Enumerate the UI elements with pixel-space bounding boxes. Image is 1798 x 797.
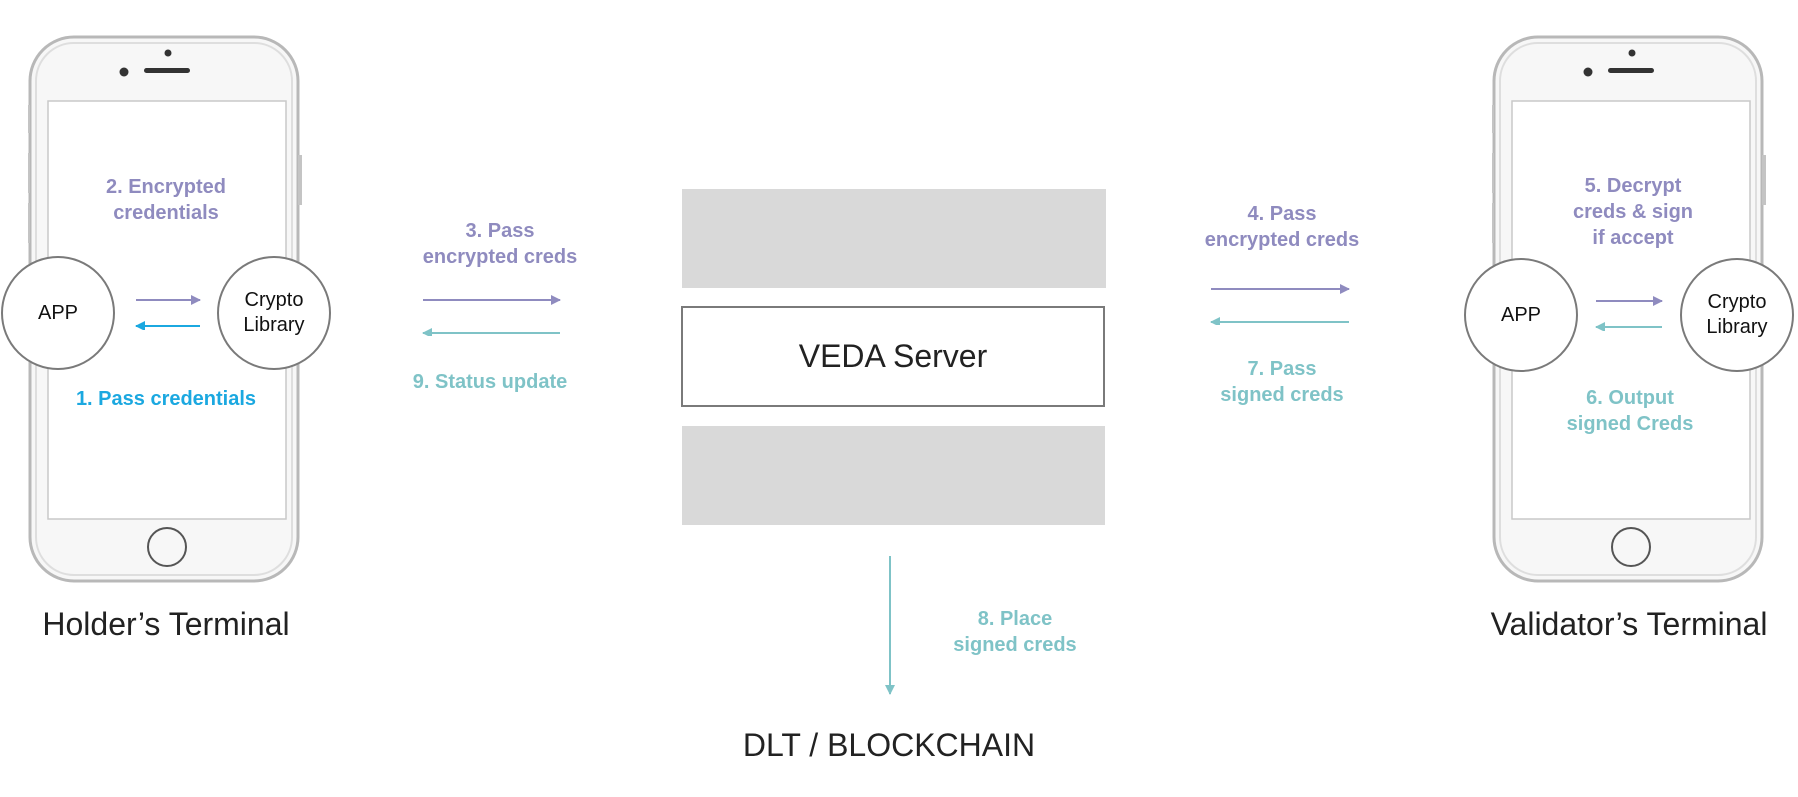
- right-step-pass-encrypted: 4. Pass encrypted creds: [1204, 203, 1360, 251]
- left-step-status: 9. Status update: [412, 371, 568, 393]
- holder-crypto-label: Crypto Library: [243, 289, 305, 336]
- server-bottom-bar: [682, 426, 1105, 525]
- holder-step-pass: 1. Pass credentials: [75, 388, 257, 410]
- holder-app-circle: APP: [1, 256, 115, 370]
- server-top-bar: [682, 189, 1106, 288]
- validator-terminal-label: Validator’s Terminal: [1490, 606, 1768, 642]
- ledger-label: DLT / BLOCKCHAIN: [742, 727, 1036, 763]
- holder-step-encrypted: 2. Encrypted credentials: [105, 176, 227, 224]
- left-step-pass-encrypted: 3. Pass encrypted creds: [422, 220, 578, 268]
- right-step-pass-signed: 7. Pass signed creds: [1220, 358, 1344, 406]
- validator-step-decrypt: 5. Decrypt creds & sign if accept: [1572, 175, 1694, 249]
- validator-app-circle: APP: [1464, 258, 1578, 372]
- left-link-arrows: [422, 295, 561, 336]
- holder-app-label: APP: [37, 301, 79, 324]
- validator-crypto-circle: Crypto Library: [1680, 258, 1794, 372]
- holder-internal-arrows: [135, 295, 201, 330]
- validator-internal-arrows: [1595, 296, 1663, 331]
- holder-crypto-circle: Crypto Library: [217, 256, 331, 370]
- veda-server-label: VEDA Server: [798, 338, 988, 374]
- veda-server-box: VEDA Server: [681, 306, 1105, 407]
- ledger-step-place: 8. Place signed creds: [953, 608, 1077, 656]
- right-link-arrows: [1210, 284, 1350, 325]
- ledger-arrow-wrap: [885, 556, 895, 695]
- validator-crypto-label: Crypto Library: [1706, 291, 1768, 338]
- validator-step-output: 6. Output signed Creds: [1566, 387, 1694, 435]
- validator-app-label: APP: [1500, 303, 1542, 326]
- holder-terminal-label: Holder’s Terminal: [42, 606, 290, 642]
